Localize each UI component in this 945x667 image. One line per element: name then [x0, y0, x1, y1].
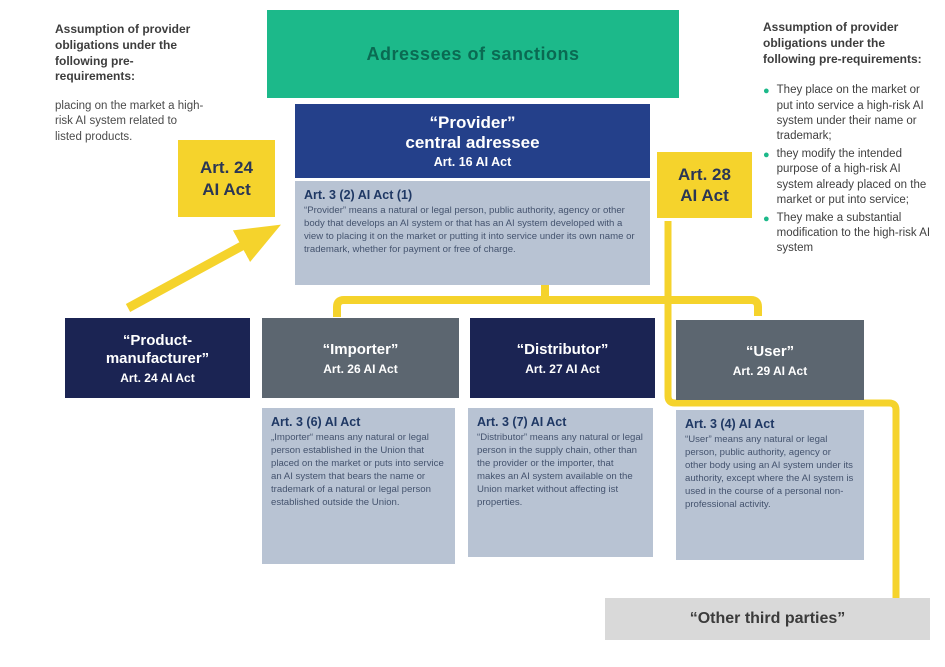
- actor-title: “Distributor”: [516, 340, 609, 358]
- badge-art-24: Art. 24 AI Act: [178, 140, 275, 217]
- list-item: ● they modify the intended purpose of a …: [763, 147, 938, 208]
- definition-header: Art. 3 (4) AI Act: [685, 417, 775, 431]
- provider-subtitle: central adressee: [405, 133, 540, 152]
- provider-title: “Provider”: [429, 112, 516, 132]
- badge-line: AI Act: [680, 186, 729, 205]
- actor-article: Art. 26 AI Act: [323, 361, 398, 376]
- definition-user: Art. 3 (4) AI Act “User” means any natur…: [676, 410, 864, 560]
- bullet-icon: ●: [763, 85, 770, 98]
- bullet-text: they modify the intended purpose of a hi…: [776, 148, 927, 206]
- right-note-bullet-list: ● They place on the market or put into s…: [763, 83, 938, 256]
- list-item: ● They make a substantial modification t…: [763, 211, 938, 257]
- left-note: Assumption of provider obligations under…: [55, 22, 207, 145]
- right-note-header: Assumption of provider obligations under…: [763, 20, 922, 66]
- definition-header: Art. 3 (6) AI Act: [271, 415, 361, 429]
- bullet-text: They place on the market or put into ser…: [776, 84, 924, 142]
- left-note-body: placing on the market a high-risk AI sys…: [55, 100, 204, 143]
- definition-body: “User” means any natural or legal person…: [685, 434, 854, 511]
- actor-article: Art. 27 AI Act: [525, 361, 600, 376]
- definition-body: “Distributor” means any natural or legal…: [477, 432, 643, 509]
- actor-title: “Product-manufacturer”: [105, 331, 210, 367]
- definition-distributor: Art. 3 (7) AI Act “Distributor” means an…: [468, 408, 653, 557]
- definition-provider: Art. 3 (2) AI Act (1) “Provider” means a…: [295, 181, 650, 285]
- node-provider: “Provider” central adressee Art. 16 AI A…: [295, 104, 650, 178]
- badge-line: AI Act: [202, 179, 251, 199]
- arrow-product-manufacturer-to-provider: [125, 224, 281, 312]
- list-item: ● They place on the market or put into s…: [763, 83, 938, 144]
- definition-importer: Art. 3 (6) AI Act „Importer“ means any n…: [262, 408, 455, 564]
- actor-article: Art. 29 AI Act: [732, 363, 808, 378]
- badge-line: Art. 28: [678, 164, 731, 184]
- node-user: “User” Art. 29 AI Act: [676, 320, 864, 400]
- bullet-text: They make a substantial modification to …: [776, 211, 931, 255]
- actor-article: Art. 24 AI Act: [120, 370, 195, 385]
- badge-art-28: Art. 28 AI Act: [657, 152, 752, 218]
- actor-title: “Importer”: [322, 340, 399, 358]
- definition-body: “Provider” means a natural or legal pers…: [304, 205, 635, 256]
- banner-adressees-of-sanctions: Adressees of sanctions: [267, 10, 679, 98]
- definition-body: „Importer“ means any natural or legal pe…: [271, 432, 444, 509]
- node-importer: “Importer” Art. 26 AI Act: [262, 318, 459, 398]
- badge-line: Art. 24: [200, 158, 253, 178]
- bullet-icon: ●: [763, 149, 770, 162]
- other-third-parties-label: “Other third parties”: [689, 610, 846, 627]
- definition-header: Art. 3 (2) AI Act (1): [304, 188, 413, 202]
- banner-label: Adressees of sanctions: [366, 43, 580, 64]
- provider-article: Art. 16 AI Act: [433, 155, 512, 170]
- definition-header: Art. 3 (7) AI Act: [477, 415, 567, 429]
- left-note-header: Assumption of provider obligations under…: [55, 22, 191, 84]
- actor-title: “User”: [745, 342, 795, 360]
- node-product-manufacturer: “Product-manufacturer” Art. 24 AI Act: [65, 318, 250, 398]
- connector-bracket: [333, 296, 762, 317]
- right-note: Assumption of provider obligations under…: [763, 20, 938, 259]
- bullet-icon: ●: [763, 212, 770, 225]
- node-other-third-parties: “Other third parties”: [605, 598, 930, 640]
- node-distributor: “Distributor” Art. 27 AI Act: [470, 318, 655, 398]
